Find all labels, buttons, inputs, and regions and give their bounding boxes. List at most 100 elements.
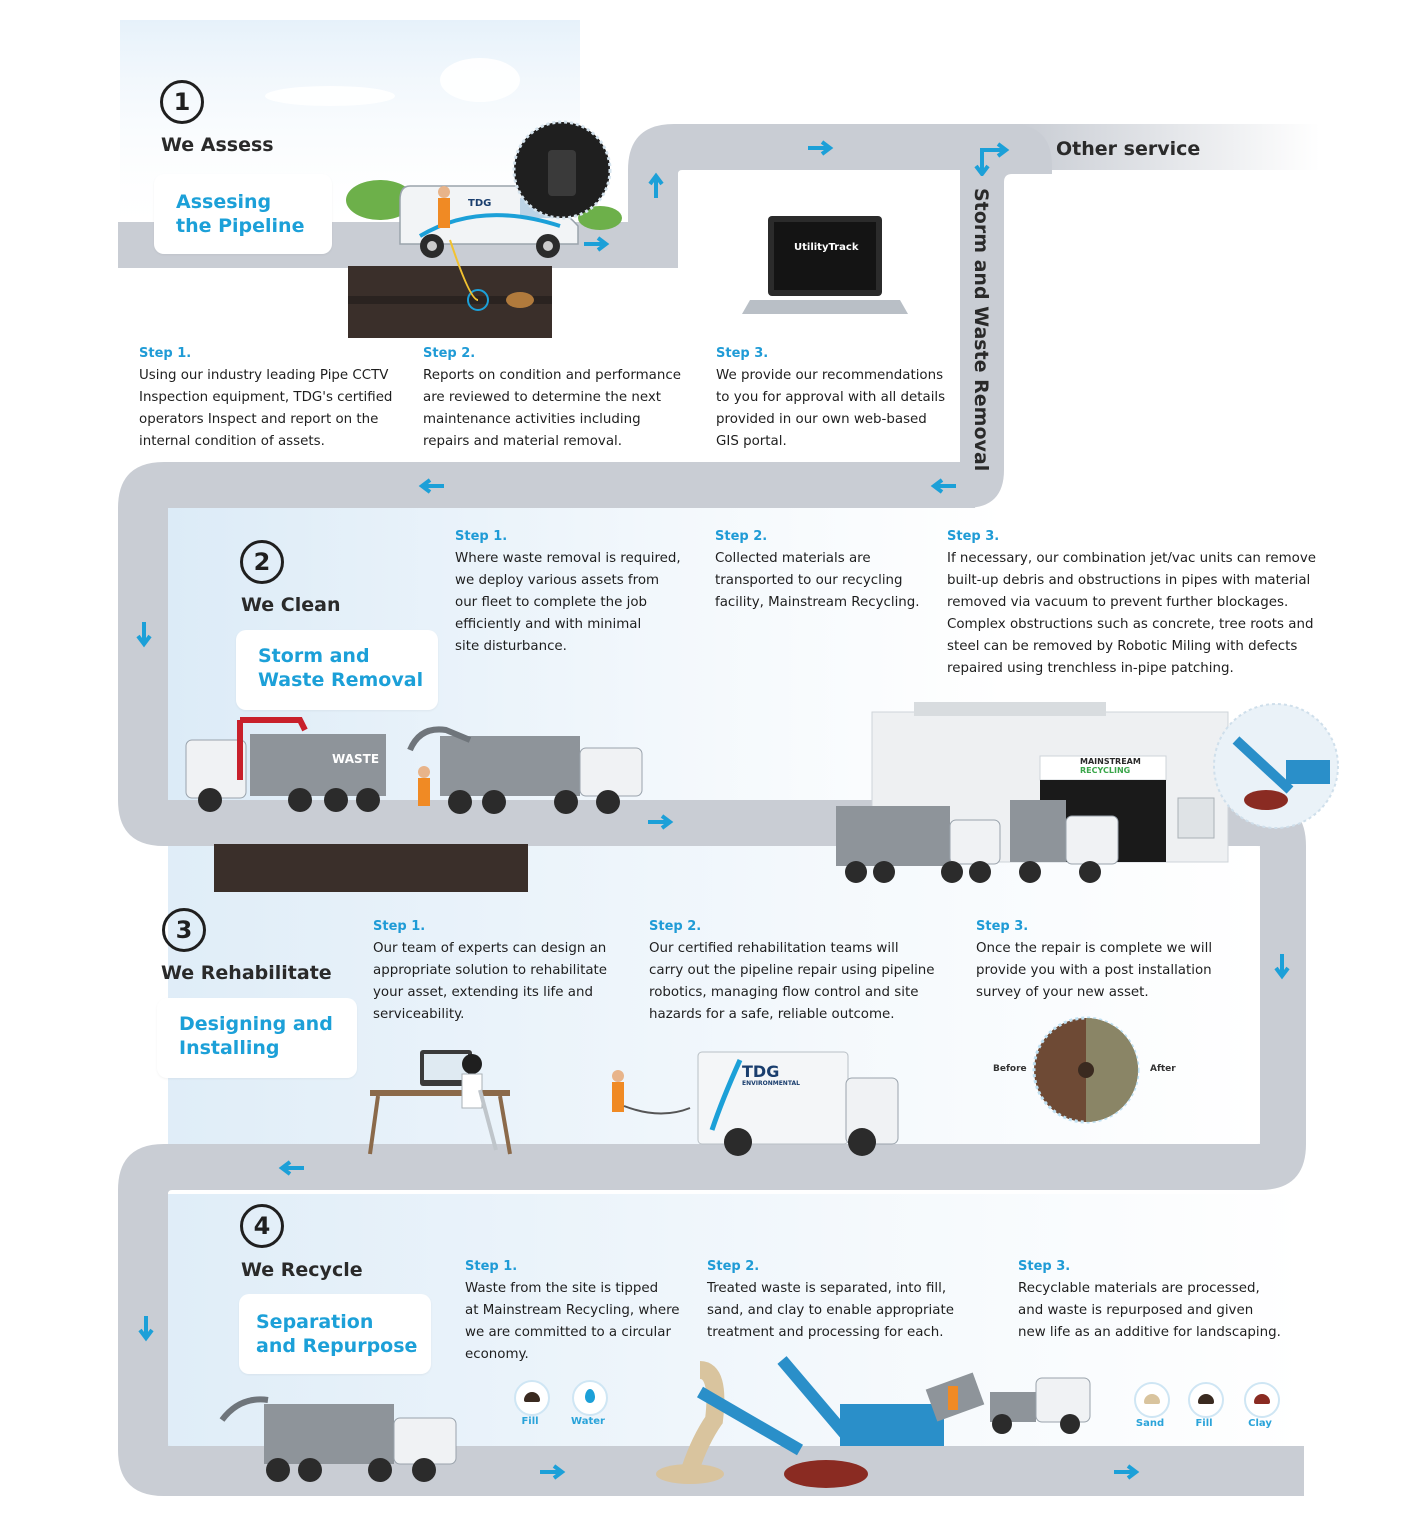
- step-line: provide you with a post installation: [976, 963, 1212, 978]
- sand-badge-icon: [1134, 1382, 1170, 1418]
- step-line: provided in our own web-based: [716, 412, 927, 427]
- arrow-branch-icon: [974, 142, 1010, 176]
- stage-3-title: We Rehabilitate: [161, 962, 332, 984]
- arrow-right-icon: [808, 140, 834, 156]
- step-line: sand, and clay to enable appropriate: [707, 1303, 954, 1318]
- fill-badge-label: Fill: [521, 1416, 539, 1427]
- arrow-down-icon: [138, 1316, 154, 1342]
- step-line: operators Inspect and report on the: [139, 412, 379, 427]
- step-line: Complex obstructions such as concrete, t…: [947, 617, 1314, 632]
- step-line: efficiently and with minimal: [455, 617, 642, 632]
- stage-4-step-2: Step 2. Treated waste is separated, into…: [707, 1259, 954, 1344]
- arrow-down-icon: [136, 622, 152, 648]
- step-line: Collected materials are: [715, 551, 871, 566]
- step-line: robotics, managing flow control and site: [649, 985, 919, 1000]
- step-line: Our team of experts can design an: [373, 941, 607, 956]
- facility-sign-line2: RECYCLING: [1080, 766, 1131, 775]
- step-body: If necessary, our combination jet/vac un…: [947, 548, 1316, 680]
- waste-truck-label: WASTE: [332, 752, 380, 766]
- arrow-right-icon: [584, 236, 610, 252]
- step-heading: Step 2.: [423, 346, 476, 361]
- step-body: Treated waste is separated, into fill, s…: [707, 1278, 954, 1344]
- laptop: [742, 216, 908, 314]
- stage-3-step-3: Step 3. Once the repair is complete we w…: [976, 919, 1212, 1004]
- step-body: Where waste removal is required, we depl…: [455, 548, 681, 658]
- other-service-label: Other service: [1056, 138, 1201, 160]
- step-line: our fleet to complete the job: [455, 595, 648, 610]
- stage-4-title: We Recycle: [241, 1259, 363, 1281]
- arrow-left-icon: [278, 1160, 304, 1176]
- step-line: appropriate solution to rehabilitate: [373, 963, 608, 978]
- step-heading: Step 3.: [947, 529, 1000, 544]
- step-line: Our certified rehabilitation teams will: [649, 941, 899, 956]
- step-line: new life as an additive for landscaping.: [1018, 1325, 1281, 1340]
- stage-4-label-box: [239, 1294, 431, 1374]
- step-heading: Step 2.: [715, 529, 768, 544]
- step-line: at Mainstream Recycling, where: [465, 1303, 680, 1318]
- step-body: Our team of experts can design an approp…: [373, 938, 607, 1026]
- arrow-right-icon: [1114, 1464, 1140, 1480]
- step-body: Our certified rehabilitation teams will …: [649, 938, 935, 1026]
- stage-1-title: We Assess: [161, 134, 274, 156]
- arrow-left-icon: [930, 478, 956, 494]
- step-line: GIS portal.: [716, 434, 787, 449]
- step-heading: Step 1.: [465, 1259, 518, 1274]
- step-heading: Step 1.: [455, 529, 508, 544]
- stage-1-step-3: Step 3. We provide our recommendations t…: [716, 346, 945, 453]
- step-line: repairs and material removal.: [423, 434, 623, 449]
- stage-2-title: We Clean: [241, 594, 341, 616]
- stage-3-label-line1: Designing and: [179, 1013, 333, 1035]
- rehab-truck-sub: ENVIRONMENTAL: [742, 1080, 800, 1087]
- stage-2-label-box: [236, 630, 438, 710]
- stage-3-step-1: Step 1. Our team of experts can design a…: [373, 919, 607, 1026]
- step-body: Recyclable materials are processed, and …: [1018, 1278, 1281, 1344]
- step-line: Where waste removal is required,: [455, 551, 681, 566]
- arrow-down-icon: [1274, 954, 1290, 980]
- step-line: facility, Mainstream Recycling.: [715, 595, 920, 610]
- step-line: serviceability.: [373, 1007, 465, 1022]
- stage-2-label-line1: Storm and: [258, 645, 370, 667]
- rehab-truck: [612, 1051, 899, 1156]
- arrow-right-icon: [540, 1464, 566, 1480]
- step-body: Collected materials are transported to o…: [715, 548, 920, 614]
- stage-2-label-line2: Waste Removal: [258, 669, 424, 691]
- laptop-screen-text: UtilityTrack: [794, 242, 859, 253]
- stage-2-step-1: Step 1. Where waste removal is required,…: [455, 529, 681, 658]
- van-logo: TDG: [468, 198, 492, 209]
- step-line: carry out the pipeline repair using pipe…: [649, 963, 935, 978]
- step-heading: Step 1.: [139, 346, 192, 361]
- step-body: Reports on condition and performance are…: [423, 365, 681, 453]
- stage-1-step-1: Step 1. Using our industry leading Pipe …: [139, 346, 392, 453]
- stage-4-label: Separation and Repurpose: [256, 1310, 417, 1358]
- step-line: are reviewed to determine the next: [423, 390, 662, 405]
- arrow-right-icon: [648, 814, 674, 830]
- facility-sign-line1: MAINSTREAM: [1080, 757, 1141, 766]
- stage-3-label-line2: Installing: [179, 1037, 280, 1059]
- after-label: After: [1150, 1064, 1176, 1074]
- step-line: Reports on condition and performance: [423, 368, 681, 383]
- step-line: hazards for a safe, reliable outcome.: [649, 1007, 895, 1022]
- stage-3-label: Designing and Installing: [179, 1012, 333, 1060]
- step-line: If necessary, our combination jet/vac un…: [947, 551, 1317, 566]
- rehab-truck-logo: TDG: [742, 1062, 780, 1081]
- facility-sign: MAINSTREAM RECYCLING: [1080, 757, 1141, 775]
- stage-1-label-box: [154, 174, 332, 254]
- separator-machine: [656, 1356, 1091, 1488]
- stage-4-label-line1: Separation: [256, 1311, 374, 1333]
- step-line: site disturbance.: [455, 639, 567, 654]
- step-line: we are committed to a circular: [465, 1325, 671, 1340]
- step-line: maintenance activities including: [423, 412, 641, 427]
- stage-4-step-3: Step 3. Recyclable materials are process…: [1018, 1259, 1281, 1344]
- designer-desk: [368, 1050, 512, 1155]
- step-line: We provide our recommendations: [716, 368, 944, 383]
- clay-badge-label: Clay: [1248, 1418, 1272, 1429]
- before-after-pipe: [1032, 1016, 1140, 1124]
- stage-3-step-2: Step 2. Our certified rehabilitation tea…: [649, 919, 935, 1026]
- step-heading: Step 1.: [373, 919, 426, 934]
- step-line: we deploy various assets from: [455, 573, 660, 588]
- step-line: removed via vacuum to prevent further bl…: [947, 595, 1289, 610]
- step-line: Inspection equipment, TDG's certified: [139, 390, 393, 405]
- stage-1-number: 1: [160, 80, 204, 124]
- storm-waste-side-label: Storm and Waste Removal: [970, 188, 992, 472]
- stage-1-step-2: Step 2. Reports on condition and perform…: [423, 346, 681, 453]
